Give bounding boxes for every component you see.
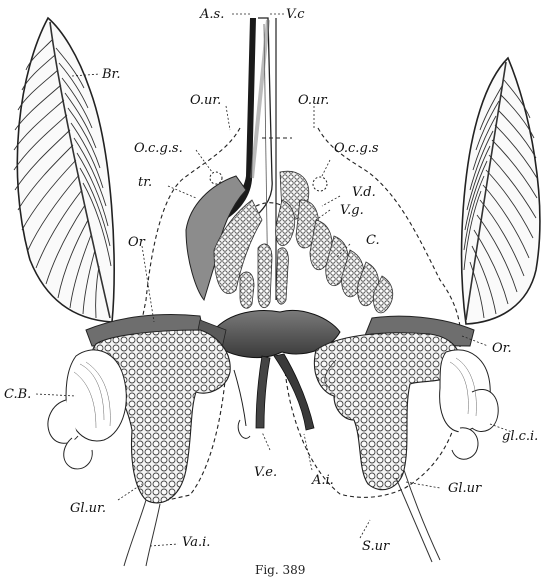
- label-br: Br.: [101, 67, 120, 82]
- label-gl-ur-right: Gl.ur: [448, 481, 482, 496]
- central-lobes: [240, 244, 288, 308]
- label-o-c-g-s-left: O.c.g.s.: [134, 141, 183, 156]
- label-gl-c-i: gl.c.i.: [502, 429, 538, 444]
- figure-caption: Fig. 389: [255, 563, 305, 577]
- label-o-ur-left: O.ur.: [190, 93, 221, 108]
- fat-body-right: [440, 350, 499, 459]
- label-tr: tr.: [138, 175, 152, 190]
- label-v-c: V.c: [286, 7, 305, 22]
- label-v-g: V.g.: [340, 203, 364, 218]
- label-v-d: V.d.: [352, 185, 376, 200]
- label-s-ur: S.ur: [362, 539, 390, 554]
- label-gl-ur-left: Gl.ur.: [70, 501, 106, 516]
- label-a-i: A.i.: [311, 473, 334, 488]
- label-o-c-g-s-right: O.c.g.s: [334, 141, 379, 156]
- label-or-left: Or: [128, 235, 146, 250]
- label-va-i: Va.i.: [182, 535, 210, 550]
- fat-body-left: [48, 350, 126, 469]
- label-c-b: C.B.: [4, 387, 31, 402]
- right-kidney: [314, 333, 459, 490]
- left-gill: [14, 18, 114, 322]
- label-o-ur-right: O.ur.: [298, 93, 329, 108]
- descending-vessels: [234, 354, 314, 438]
- right-gill: [462, 58, 540, 324]
- label-c: C.: [366, 233, 380, 248]
- label-or-right: Or.: [492, 341, 512, 356]
- label-a-s: A.s.: [199, 7, 224, 22]
- label-v-e: V.e.: [254, 465, 277, 480]
